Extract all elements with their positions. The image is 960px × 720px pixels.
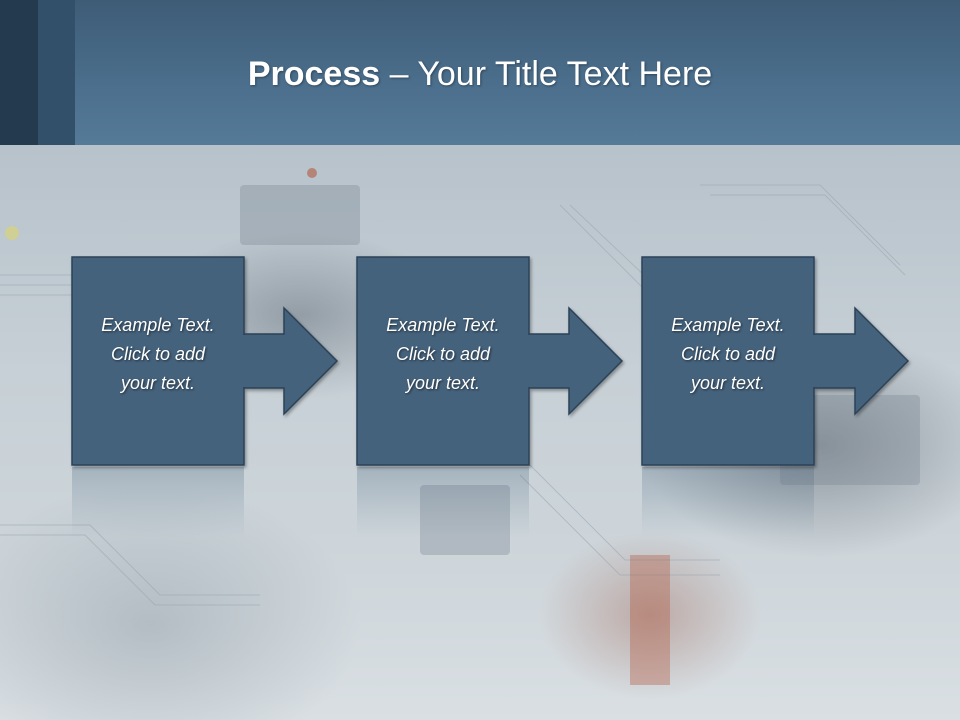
step-2-shape[interactable]: [356, 256, 624, 466]
step-2-box: [356, 256, 530, 466]
right-arrow-icon: [526, 306, 624, 416]
step-3-text[interactable]: Example Text. Click to add your text.: [671, 315, 785, 393]
title-rest-part: – Your Title Text Here: [380, 55, 713, 93]
slide-title[interactable]: Process – Your Title Text Here: [75, 52, 885, 96]
right-arrow-icon: [241, 306, 339, 416]
title-bold-part: Process: [247, 55, 381, 93]
step-2-text[interactable]: Example Text. Click to add your text.: [386, 315, 500, 393]
step-3-shape[interactable]: [641, 256, 910, 466]
step-1-box: [71, 256, 245, 466]
title-bar: Process – Your Title Text Here: [0, 0, 960, 145]
title-bar-accent-mid: [38, 0, 75, 145]
title-bar-accent-dark: [0, 0, 38, 145]
step-1-shape[interactable]: [71, 256, 339, 466]
right-arrow-icon: [811, 306, 910, 416]
step-1-text[interactable]: Example Text. Click to add your text.: [101, 315, 215, 393]
step-reflections: [72, 467, 814, 537]
